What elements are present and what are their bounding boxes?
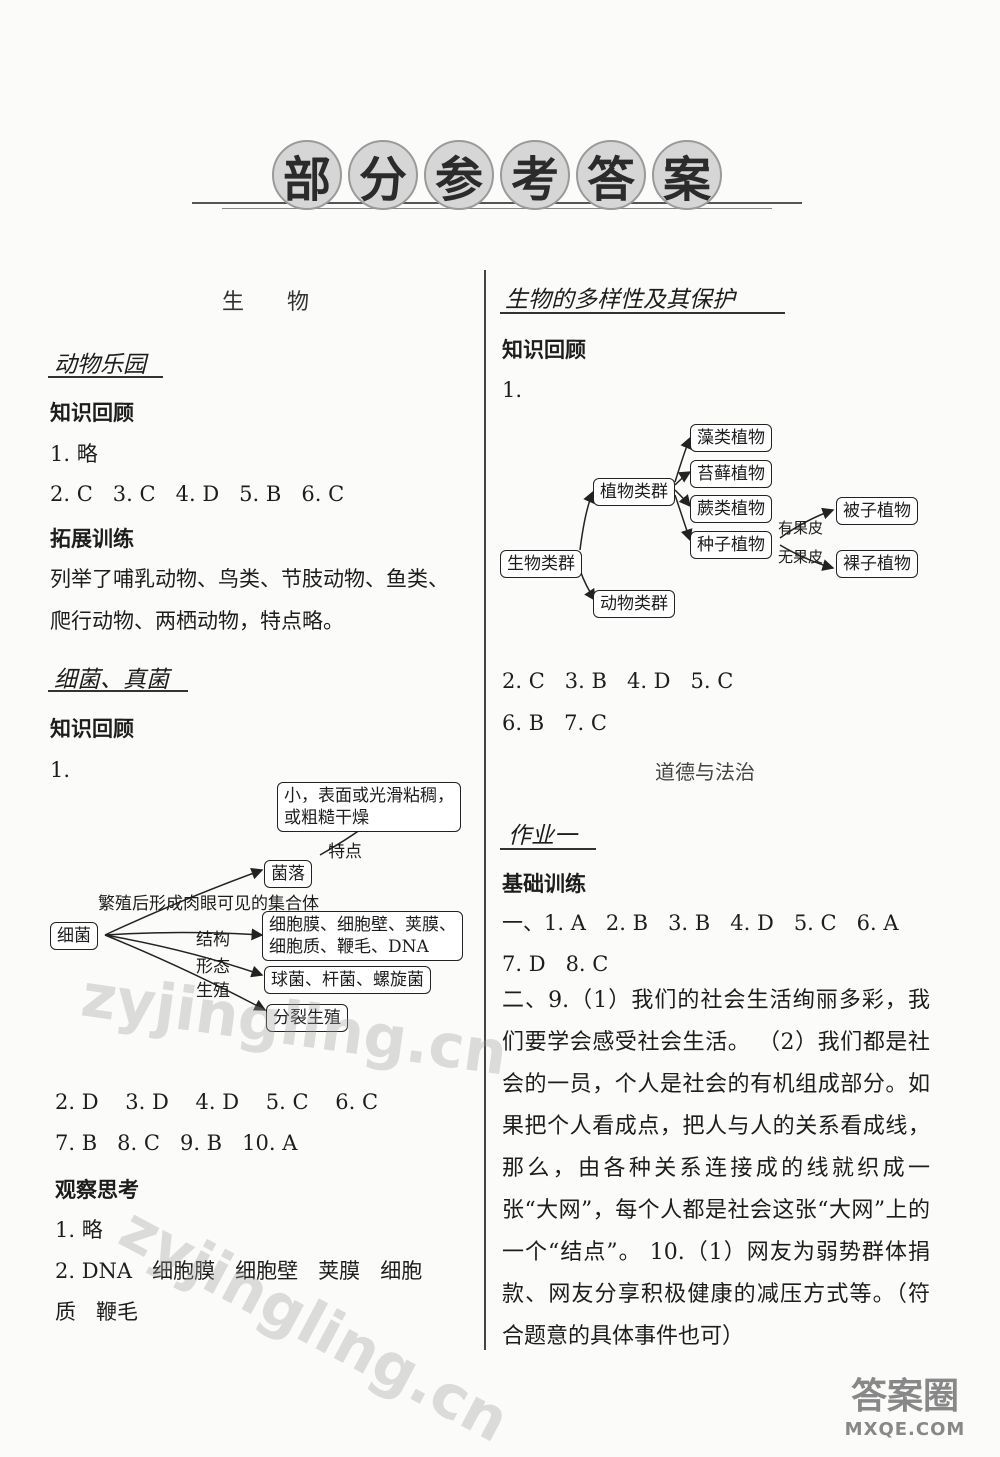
bacteria-feature-box: 小，表面或光滑粘稠， 或粗糙干燥 (277, 782, 461, 832)
bacteria-structure-label: 结构 (196, 930, 230, 950)
diagram-with-peel-label: 有果皮 (778, 519, 824, 537)
answer-line: 2. DNA 细胞膜 细胞壁 荚膜 细胞 (55, 1259, 423, 1283)
bacteria-colony-label: 繁殖后形成肉眼可见的集合体 (98, 894, 319, 914)
title-char: 参 (424, 140, 494, 210)
section-rule (48, 376, 163, 378)
heading-basic-training: 基础训练 (502, 872, 586, 896)
title-char: 答 (576, 140, 646, 210)
diagram-plant-box: 植物类群 (593, 478, 675, 506)
section-title-animal-park: 动物乐园 (54, 352, 146, 378)
diagram-moss-box: 苔藓植物 (690, 460, 772, 488)
heading-observe: 观察思考 (55, 1178, 139, 1202)
diagram-angiosperm-box: 被子植物 (836, 497, 918, 525)
column-divider (484, 270, 486, 1350)
answer-text: 爬行动物、两栖动物，特点略。 (50, 609, 344, 633)
heading-review: 知识回顾 (502, 338, 586, 362)
title-char: 案 (652, 140, 722, 210)
answer-line: 1. (502, 378, 523, 402)
diagram-gymnosperm-box: 裸子植物 (836, 550, 918, 578)
diagram-animal-box: 动物类群 (593, 590, 675, 618)
section-rule (500, 312, 785, 314)
title-rule-secondary (222, 208, 772, 209)
bacteria-reproduction-label: 生殖 (196, 981, 230, 1001)
bacteria-structure-box: 细胞膜、细胞壁、荚膜、 细胞质、鞭毛、DNA (262, 911, 463, 961)
answer-line: 7. D 8. C (502, 952, 609, 976)
watermark: zyjingling.cn (108, 1193, 521, 1457)
title-char: 部 (272, 140, 342, 210)
bacteria-shape-label: 形态 (196, 957, 230, 977)
logo-text: 答案圈 (850, 1376, 959, 1417)
bacteria-colony-box: 菌落 (264, 860, 312, 888)
heading-review: 知识回顾 (50, 401, 134, 425)
subject-morality-law: 道德与法治 (655, 760, 755, 784)
answer-line: 2. C 3. B 4. D 5. C (502, 669, 734, 693)
section-rule (500, 848, 596, 850)
subject-biology: 生 物 (222, 290, 327, 315)
heading-review: 知识回顾 (50, 717, 134, 741)
answer-line: 1. 略 (50, 442, 98, 466)
answer-line: 质 鞭毛 (55, 1300, 139, 1324)
answer-line: 7. B 8. C 9. B 10. A (55, 1131, 298, 1155)
bacteria-reproduction-box: 分裂生殖 (266, 1004, 348, 1032)
bacteria-feature-label: 特点 (328, 842, 362, 862)
diagram-seed-box: 种子植物 (690, 531, 772, 559)
answer-line: 一、1. A 2. B 3. B 4. D 5. C 6. A (502, 911, 899, 935)
site-logo: 答案圈 MXQE.COM (830, 1367, 980, 1440)
bacteria-shape-box: 球菌、杆菌、螺旋菌 (264, 966, 431, 994)
title-char: 分 (348, 140, 418, 210)
answer-line: 2. D 3. D 4. D 5. C 6. C (55, 1090, 379, 1114)
answer-line: 1. 略 (55, 1218, 103, 1242)
diagram-root-box: 生物类群 (500, 550, 582, 578)
diagram-fern-box: 蕨类植物 (690, 495, 772, 523)
bacteria-root-box: 细菌 (50, 922, 98, 950)
answer-line: 1. (50, 758, 71, 782)
page-title-banner: 部 分 参 考 答 案 (192, 140, 802, 230)
section-title-bacteria-fungi: 细菌、真菌 (54, 667, 169, 693)
section-title-homework-1: 作业一 (508, 823, 577, 849)
diagram-without-peel-label: 无果皮 (778, 548, 824, 566)
answer-line: 2. C 3. C 4. D 5. B 6. C (50, 482, 345, 506)
page-title: 部 分 参 考 答 案 (272, 140, 722, 210)
answer-paragraph: 二、9.（1）我们的社会生活绚丽多彩，我们要学会感受社会生活。 （2）我们都是社… (502, 988, 930, 1349)
section-rule (48, 690, 188, 692)
diagram-algae-box: 藻类植物 (690, 424, 772, 452)
title-char: 考 (500, 140, 570, 210)
heading-extension: 拓展训练 (50, 527, 134, 551)
logo-domain: MXQE.COM (844, 1419, 966, 1440)
answer-text: 列举了哺乳动物、鸟类、节肢动物、鱼类、 (50, 567, 449, 591)
section-title-biodiversity: 生物的多样性及其保护 (505, 287, 735, 313)
title-rule (192, 202, 802, 204)
answer-line: 6. B 7. C (502, 711, 607, 735)
